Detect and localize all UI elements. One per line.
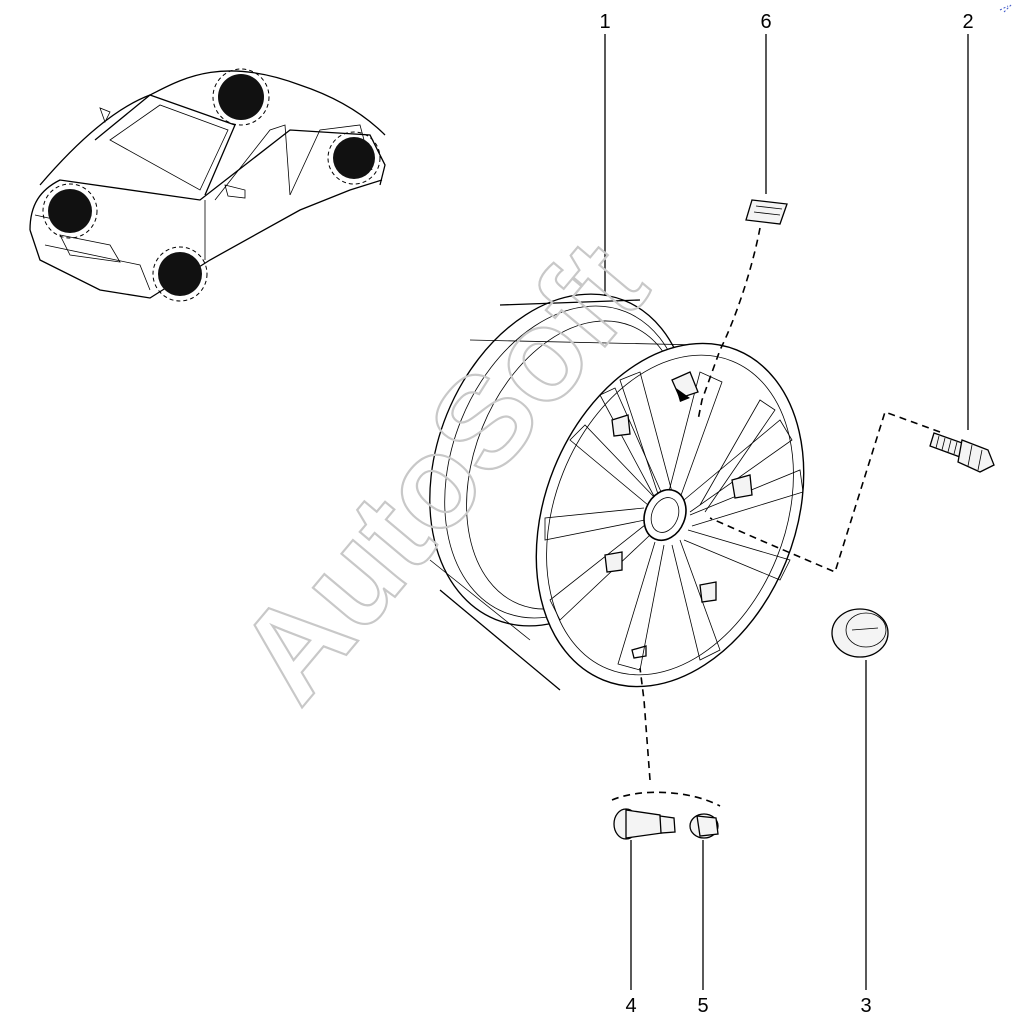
callout-labels: 1 6 2 3 4 5 [599, 11, 973, 1017]
callout-6: 6 [760, 11, 771, 33]
callout-4: 4 [625, 995, 636, 1017]
center-cap-part [831, 608, 889, 658]
wheel-rim-illustration [429, 293, 805, 691]
tire-valve-part [613, 808, 676, 840]
car-locator-illustration [29, 68, 386, 302]
car-wheel-rear-right [333, 137, 375, 179]
callout-1: 1 [599, 11, 610, 33]
corner-mark [999, 3, 1013, 13]
callout-2: 2 [962, 11, 973, 33]
car-wheel-front-right [158, 252, 202, 296]
leader-lines [604, 34, 969, 990]
callout-3: 3 [860, 995, 871, 1017]
valve-cap-part [689, 813, 719, 839]
balance-weight-part [745, 199, 788, 225]
car-wheel-front-left [48, 189, 92, 233]
car-wheel-rear-left [218, 74, 264, 120]
wheel-bolt-part [929, 432, 995, 473]
callout-5: 5 [697, 995, 708, 1017]
